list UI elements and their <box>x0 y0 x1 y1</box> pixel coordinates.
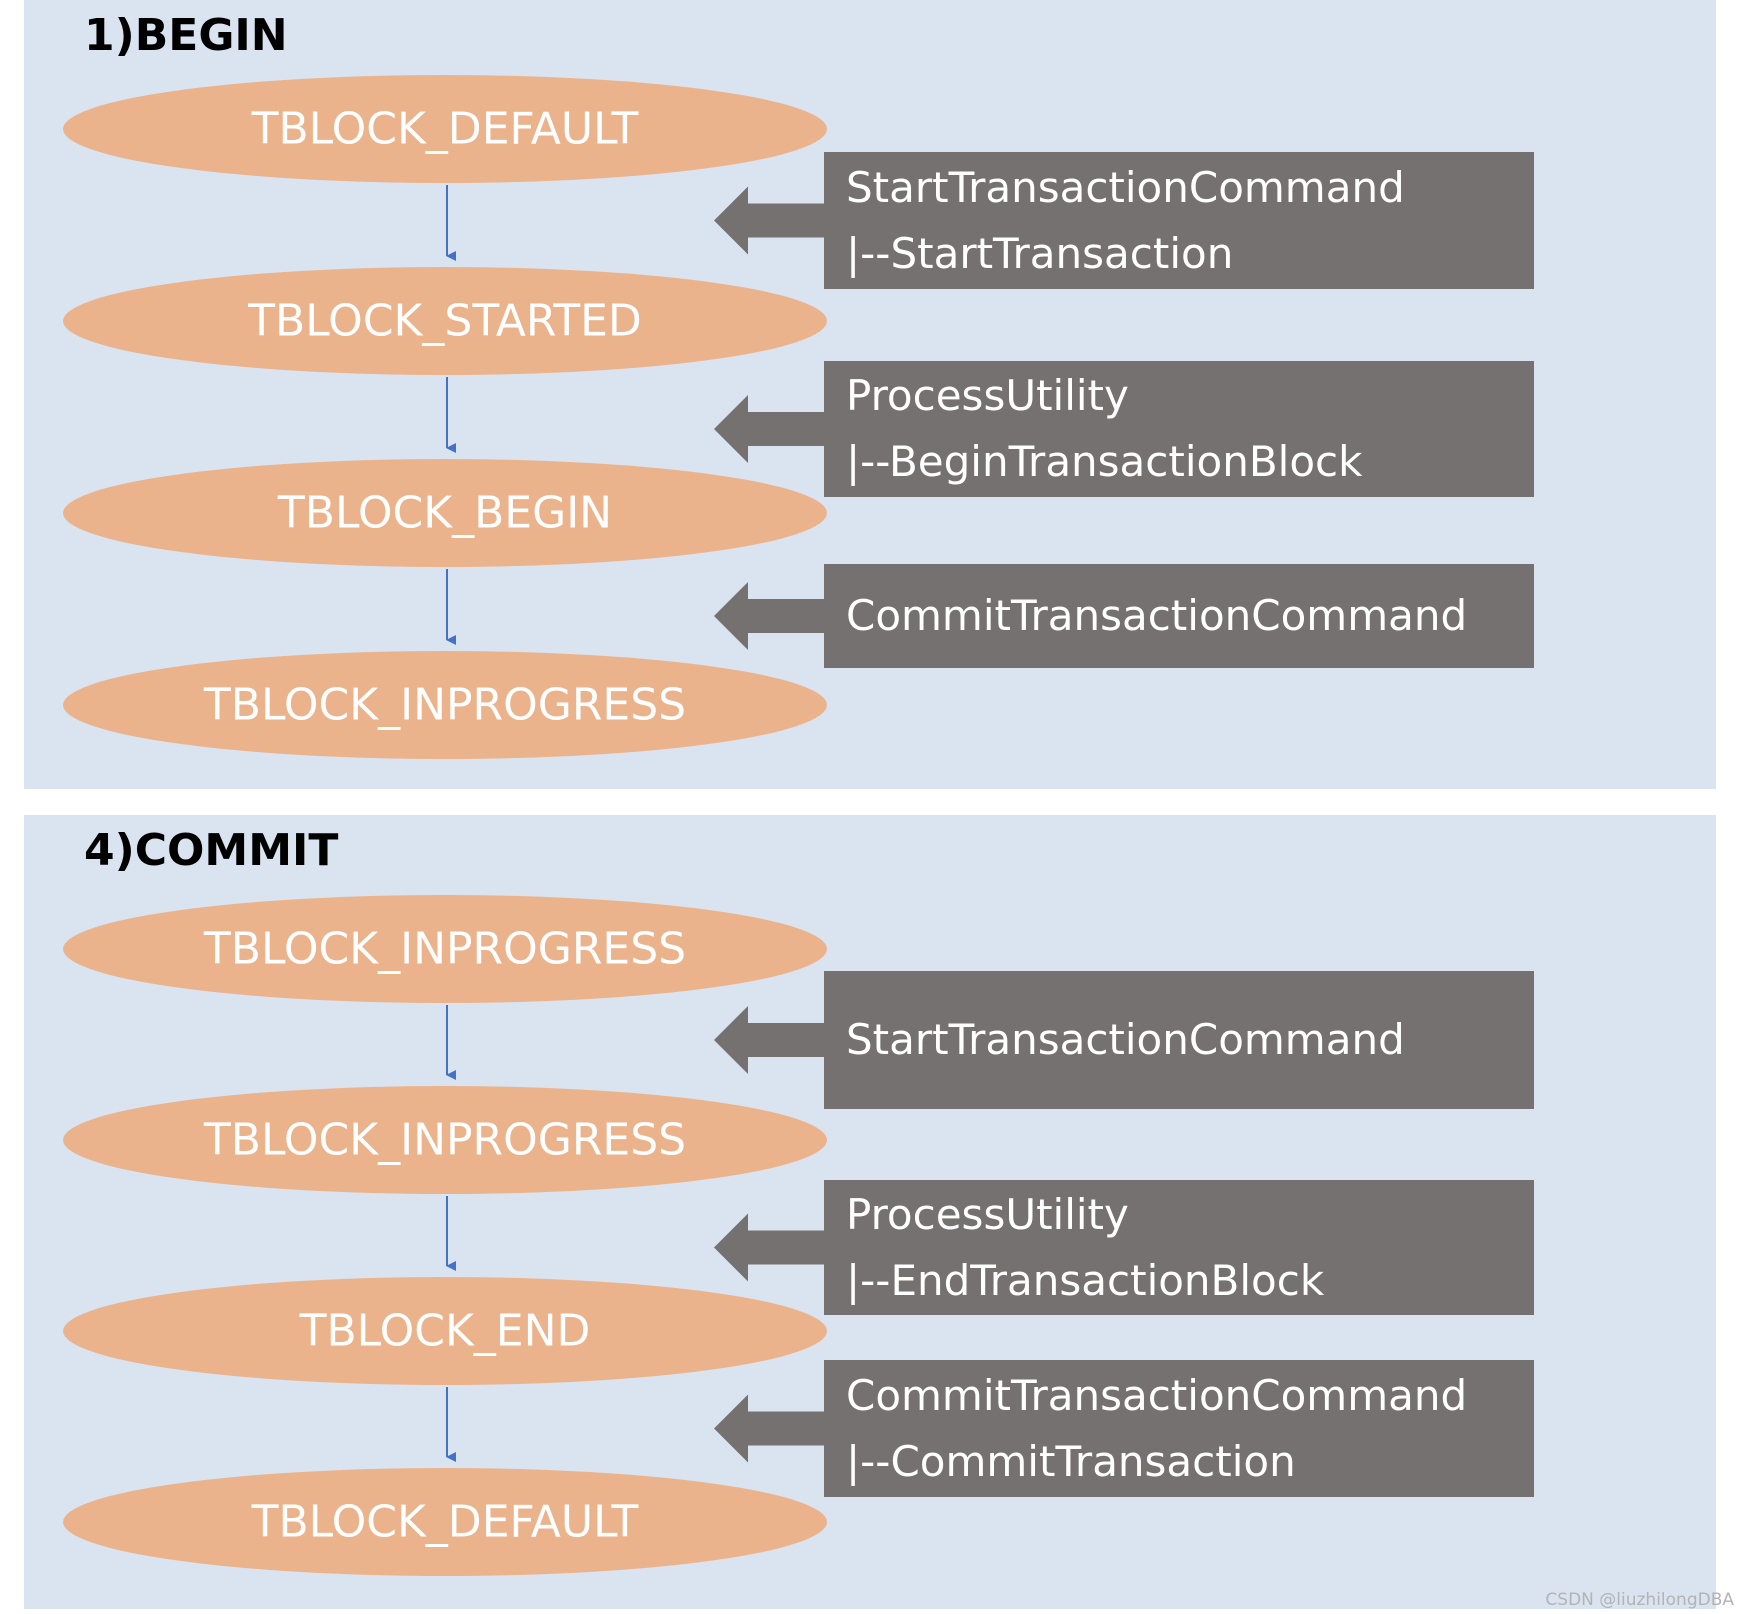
commit-command-arrow-1 <box>714 1006 826 1074</box>
begin-command-arrow-3 <box>714 582 826 650</box>
commit-command-box-1: StartTransactionCommand <box>824 971 1534 1109</box>
commit-command-3-line-2: |--CommitTransaction <box>846 1436 1296 1486</box>
begin-state-ellipse-4 <box>63 651 827 759</box>
commit-state-label-4: TBLOCK_DEFAULT <box>251 1496 639 1548</box>
commit-state-ellipse-3 <box>63 1277 827 1385</box>
watermark: CSDN @liuzhilongDBA <box>1545 1590 1734 1610</box>
commit-diagram-svg <box>63 895 827 1576</box>
begin-title: 1)BEGIN <box>84 10 288 61</box>
begin-state-ellipse-2 <box>63 267 827 375</box>
commit-state-ellipse-1 <box>63 895 827 1003</box>
begin-command-box-3: CommitTransactionCommand <box>824 564 1534 668</box>
commit-state-ellipse-2 <box>63 1086 827 1194</box>
begin-panel: 1)BEGIN TBLOCK_DEFAULT TBLOCK_STARTED TBLO… <box>24 0 1716 789</box>
begin-state-label-1: TBLOCK_DEFAULT <box>251 103 639 155</box>
commit-state-label-3: TBLOCK_END <box>299 1305 591 1357</box>
begin-command-box-2: ProcessUtility |--BeginTransactionBlock <box>824 361 1534 497</box>
commit-command-arrow-2 <box>714 1213 826 1282</box>
commit-title: 4)COMMIT <box>84 825 339 876</box>
commit-command-box-2: ProcessUtility |--EndTransactionBlock <box>824 1180 1534 1315</box>
begin-command-arrow-2 <box>714 395 826 463</box>
begin-diagram-svg <box>63 75 827 759</box>
begin-command-2-line-2: |--BeginTransactionBlock <box>846 437 1363 486</box>
commit-command-2-line-2: |--EndTransactionBlock <box>846 1255 1325 1305</box>
commit-state-label-2: TBLOCK_INPROGRESS <box>203 1114 687 1166</box>
commit-panel: 4)COMMIT TBLOCK_INPROGRESS TBLOCK_INPROGR… <box>24 815 1716 1609</box>
commit-command-3-line-1: CommitTransactionCommand <box>846 1370 1468 1420</box>
commit-command-box-3: CommitTransactionCommand |--CommitTransac… <box>824 1360 1534 1497</box>
begin-state-label-4: TBLOCK_INPROGRESS <box>203 679 687 731</box>
commit-command-1-line-1: StartTransactionCommand <box>846 1015 1405 1064</box>
begin-command-1-line-1: StartTransactionCommand <box>846 162 1405 212</box>
begin-state-ellipse-3 <box>63 459 827 567</box>
begin-command-arrow-1 <box>714 186 826 255</box>
begin-command-2-line-1: ProcessUtility <box>846 371 1129 420</box>
begin-state-label-2: TBLOCK_STARTED <box>248 295 642 347</box>
begin-state-label-3: TBLOCK_BEGIN <box>277 487 613 539</box>
begin-command-3-line-1: CommitTransactionCommand <box>846 591 1468 640</box>
commit-state-ellipse-4 <box>63 1468 827 1576</box>
begin-command-box-1: StartTransactionCommand |--StartTransacti… <box>824 152 1534 289</box>
begin-command-1-line-2: |--StartTransaction <box>846 228 1234 278</box>
commit-state-label-1: TBLOCK_INPROGRESS <box>203 923 687 975</box>
commit-command-arrow-3 <box>714 1394 826 1463</box>
begin-state-ellipse-1 <box>63 75 827 183</box>
commit-command-2-line-1: ProcessUtility <box>846 1189 1129 1239</box>
